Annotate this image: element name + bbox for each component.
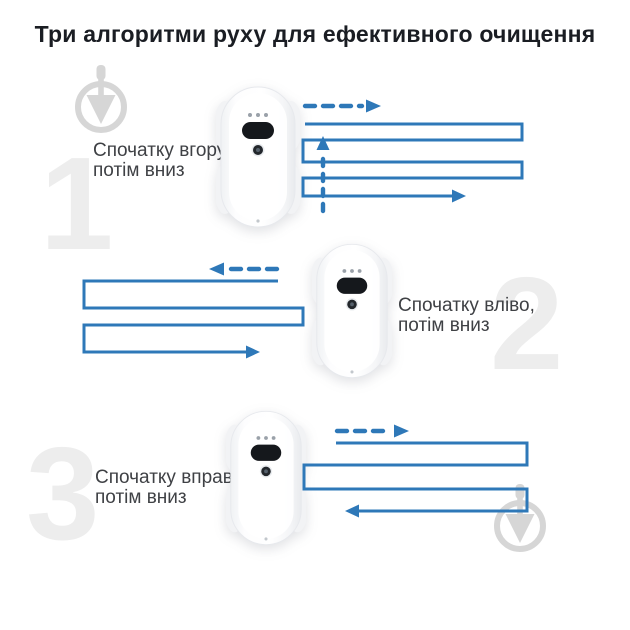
arrowhead-right — [366, 99, 381, 113]
arrowhead-left — [345, 504, 359, 518]
arrowhead-up — [316, 136, 330, 150]
arrowhead-right — [394, 424, 409, 438]
camera-glint — [264, 469, 268, 474]
sensor-window — [242, 122, 274, 139]
section-1-label: Спочатку вгору, потім вниз — [93, 141, 230, 181]
arrowhead-left — [209, 262, 224, 276]
arrowhead-right — [452, 189, 466, 203]
window-cleaning-robot-image — [312, 243, 392, 379]
camera-glint — [350, 302, 354, 307]
arrowhead-right — [246, 345, 260, 359]
label-line-2: потім вниз — [95, 487, 187, 508]
robot-top-panel — [238, 417, 294, 539]
section-2-label: Спочатку вліво, потім вниз — [398, 296, 535, 336]
watermark-number: 3 — [26, 420, 100, 567]
bottom-latch — [264, 537, 268, 541]
serpentine-path-2 — [82, 279, 305, 354]
label-line-1: Спочатку вправо, — [95, 467, 249, 488]
robot-body — [312, 243, 392, 379]
led-dots — [256, 436, 276, 440]
page-title: Три алгоритми руху для ефективного очище… — [34, 21, 596, 47]
label-line-2: потім вниз — [398, 315, 490, 336]
watermark-number: 1 — [40, 130, 114, 277]
window-cleaning-robot-image — [226, 410, 306, 546]
led-dots — [248, 113, 268, 117]
section-3-label: Спочатку вправо, потім вниз — [95, 468, 248, 508]
label-line-1: Спочатку вліво, — [398, 295, 535, 316]
circle-down-arrow-icon — [75, 65, 127, 133]
window-cleaning-robot-image — [216, 86, 300, 228]
robot-top-panel — [324, 250, 380, 372]
camera-glint — [256, 148, 260, 152]
robot-body — [226, 410, 306, 546]
robot-body — [216, 86, 300, 228]
label-line-2: потім вниз — [93, 160, 185, 181]
serpentine-path-3 — [302, 441, 529, 513]
robot-top-panel — [229, 93, 287, 221]
sensor-window — [250, 444, 282, 461]
sensor-window — [336, 277, 368, 294]
label-line-1: Спочатку вгору, — [93, 140, 230, 161]
bottom-latch — [350, 370, 354, 374]
watermark-number: 2 — [490, 250, 564, 397]
bottom-latch — [256, 219, 260, 223]
led-dots — [342, 269, 362, 273]
serpentine-path-1 — [301, 122, 524, 198]
circle-down-arrow-icon — [494, 484, 546, 552]
